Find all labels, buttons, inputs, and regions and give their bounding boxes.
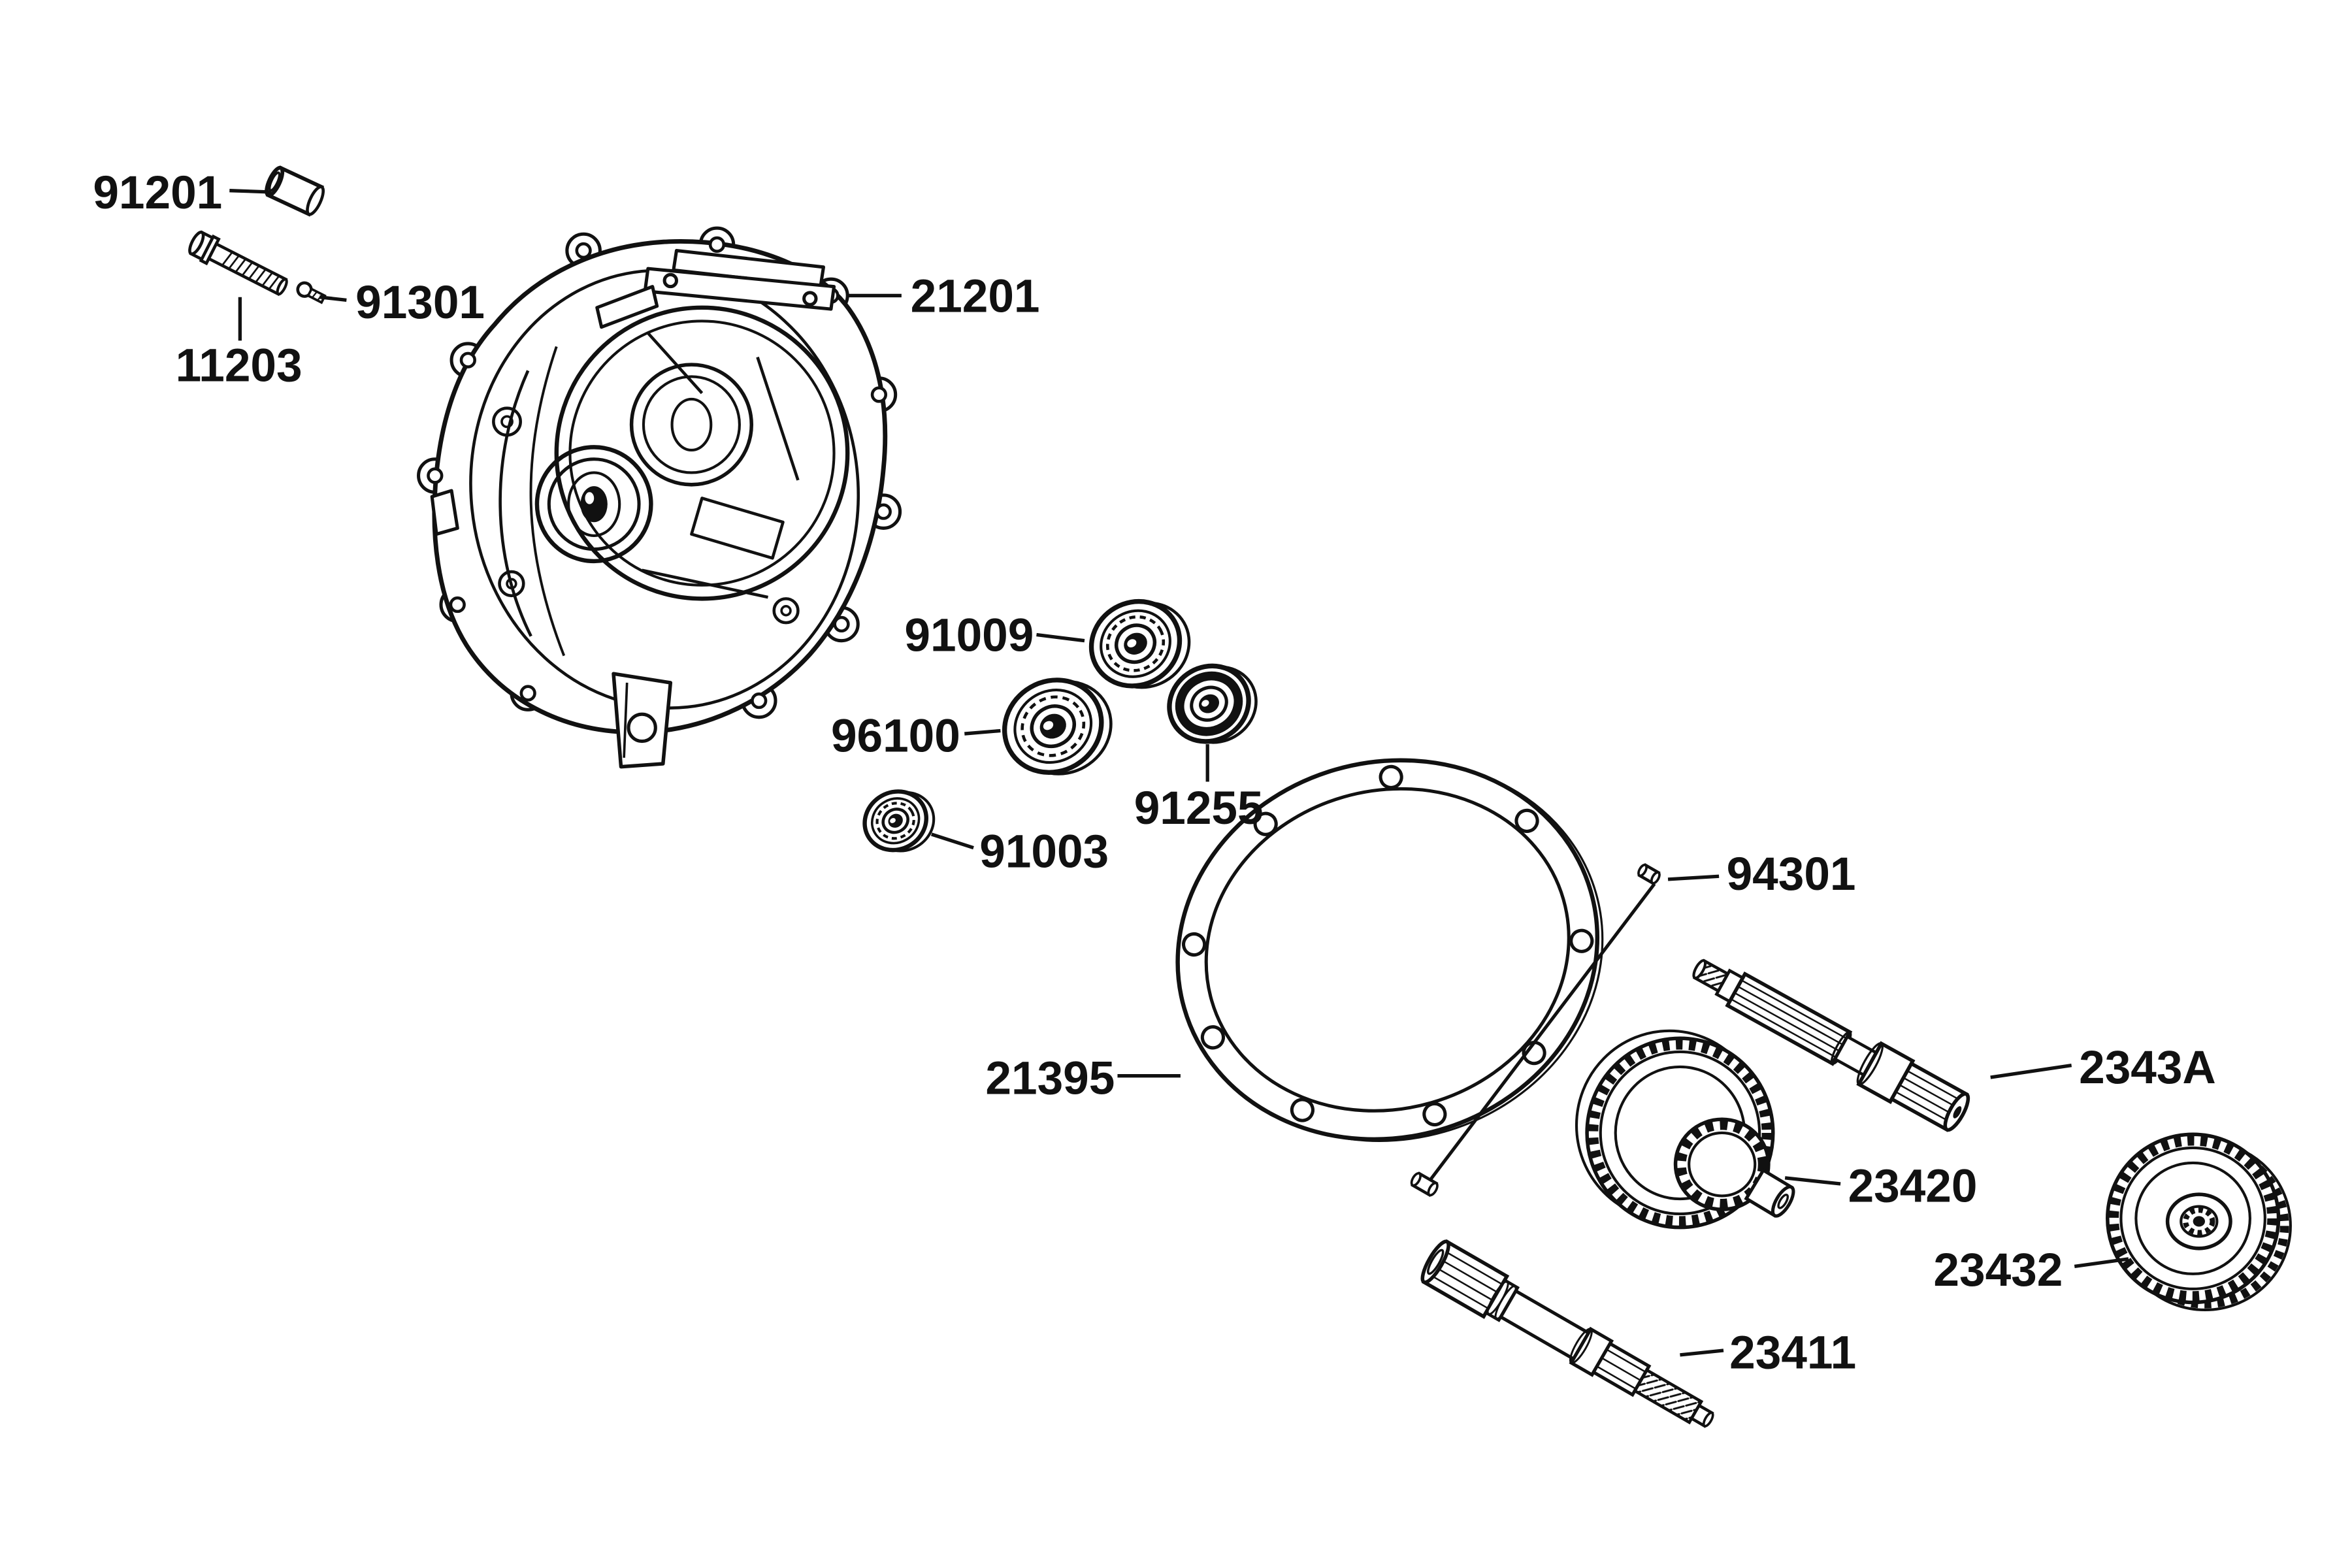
part-21395-gasket xyxy=(1175,758,1604,1142)
leader-23420 xyxy=(1784,1176,1841,1186)
label-23432: 23432 xyxy=(1933,1245,2063,1296)
label-23411: 23411 xyxy=(1729,1328,1856,1379)
part-91201-bushing xyxy=(265,165,325,217)
part-91301-screw xyxy=(296,281,327,304)
label-2343A: 2343A xyxy=(2079,1042,2216,1094)
label-94301: 94301 xyxy=(1727,849,1856,900)
label-23420: 23420 xyxy=(1848,1161,1978,1213)
part-91009-bearing xyxy=(1088,598,1191,689)
label-96100: 96100 xyxy=(831,711,960,762)
part-labels: 91201 11203 91301 21201 91009 96100 9125… xyxy=(93,167,2215,1379)
part-91003-bearing xyxy=(862,789,936,853)
label-91255: 91255 xyxy=(1134,783,1264,834)
label-91301: 91301 xyxy=(355,277,485,329)
part-96100-bearing xyxy=(1002,678,1113,776)
leader-23411 xyxy=(1680,1348,1724,1357)
leader-23432 xyxy=(2074,1257,2129,1268)
part-23420-counter-gear xyxy=(1575,1029,1795,1230)
part-23411-drive-shaft xyxy=(1420,1239,1714,1428)
part-11203-bolt xyxy=(188,230,288,297)
part-2343A-final-shaft xyxy=(1692,958,1970,1132)
leader-91201 xyxy=(229,189,272,194)
leader-91003 xyxy=(930,832,974,850)
part-23432-final-gear xyxy=(2106,1132,2292,1312)
part-21201-case-cover xyxy=(417,226,902,769)
leader-96100 xyxy=(964,728,1001,736)
label-11203: 11203 xyxy=(176,340,302,391)
leader-2343A xyxy=(1990,1064,2072,1079)
leader-91009 xyxy=(1036,632,1085,643)
part-94301-dowel-pin xyxy=(1410,862,1661,1198)
leader-lines xyxy=(229,189,2129,1357)
label-91009: 91009 xyxy=(904,610,1034,662)
label-21201: 21201 xyxy=(911,271,1040,323)
label-91201: 91201 xyxy=(93,167,222,219)
label-91003: 91003 xyxy=(979,826,1109,877)
part-91255-oil-seal xyxy=(1167,663,1258,744)
label-21395: 21395 xyxy=(985,1053,1115,1104)
leader-94301 xyxy=(1667,874,1720,881)
leader-91301 xyxy=(319,295,347,302)
